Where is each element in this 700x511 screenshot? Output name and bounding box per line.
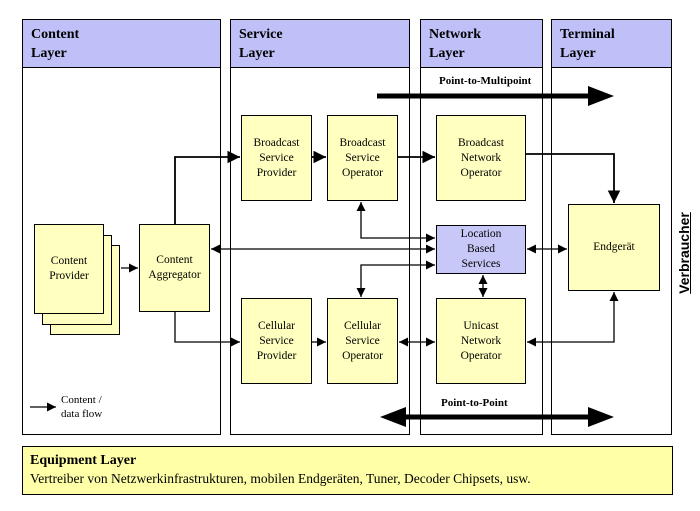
endgeraet-node: Endgerät	[568, 204, 660, 291]
location-based-services-node: Location Based Services	[436, 225, 526, 274]
content-layer-title: Content Layer	[23, 20, 220, 68]
network-layer-title: Network Layer	[421, 20, 542, 68]
broadcast-service-provider-node: Broadcast Service Provider	[241, 115, 312, 201]
equipment-layer-text: Vertreiber von Netzwerkinfrastrukturen, …	[30, 471, 531, 486]
content-provider-node: Content Provider	[34, 224, 104, 314]
equipment-layer-box: Equipment Layer Vertreiber von Netzwerki…	[22, 446, 673, 495]
arrow-aggregator-to-bsp	[174, 150, 240, 224]
content-aggregator-node: Content Aggregator	[139, 224, 210, 312]
legend-text: Content / data flow	[61, 394, 103, 420]
cellular-service-operator-node: Cellular Service Operator	[327, 298, 398, 384]
arrow-aggregator-to-csp	[174, 312, 240, 347]
arrow-lbs-cso	[356, 260, 435, 297]
unicast-network-operator-node: Unicast Network Operator	[436, 298, 526, 384]
point-to-point-label: Point-to-Point	[441, 397, 508, 409]
point-to-multipoint-arrow	[377, 86, 614, 106]
verbraucher-label: Verbraucher	[676, 212, 692, 294]
cellular-service-provider-node: Cellular Service Provider	[241, 298, 312, 384]
point-to-multipoint-label: Point-to-Multipoint	[439, 75, 532, 87]
point-to-point-arrow	[380, 407, 614, 427]
service-layer-title: Service Layer	[231, 20, 409, 68]
broadcast-network-operator-node: Broadcast Network Operator	[436, 115, 526, 201]
equipment-layer-title: Equipment Layer	[30, 453, 137, 468]
broadcast-service-operator-node: Broadcast Service Operator	[327, 115, 398, 201]
terminal-layer-title: Terminal Layer	[552, 20, 671, 68]
arrow-lbs-bso	[356, 202, 435, 243]
arrow-bno-to-endgeraet	[526, 153, 621, 203]
arrow-uno-endgeraet	[527, 292, 619, 347]
